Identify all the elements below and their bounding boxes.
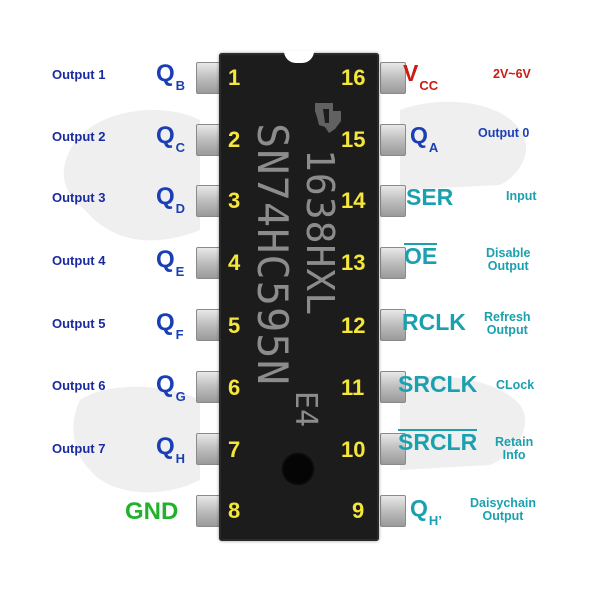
pin-9-label: QH’ <box>410 495 442 528</box>
pin-13-leg <box>380 247 406 279</box>
pin-number-9: 9 <box>352 498 365 523</box>
pin-number-6: 6 <box>228 375 241 400</box>
chip-marking-part: SN74HC595N <box>248 123 297 386</box>
pin-7-description: Output 7 <box>52 441 106 456</box>
pin-number-14: 14 <box>341 188 366 213</box>
orientation-notch <box>284 51 314 63</box>
pin-1-label: QB <box>156 60 186 93</box>
pin-14-description: Input <box>506 189 537 203</box>
pin-11-label-srclk: SRCLK <box>398 371 478 397</box>
pin-11-leg <box>380 371 406 403</box>
pin-number-5: 5 <box>228 313 241 338</box>
pin-4-description: Output 4 <box>52 253 106 268</box>
pin-5-description: Output 5 <box>52 316 106 331</box>
pin-3-description: Output 3 <box>52 190 106 205</box>
pin-16-description: 2V~6V <box>493 67 531 81</box>
pin-5-label: QF <box>156 309 184 342</box>
pin-15-label: QA <box>410 122 439 155</box>
pin-12-leg <box>380 309 406 341</box>
pin-number-10: 10 <box>341 437 366 462</box>
pin-15-leg <box>380 124 406 156</box>
pin-3-label: QD <box>156 183 186 216</box>
pin-9-leg <box>380 495 406 527</box>
texas-instruments-logo <box>315 103 341 133</box>
pin-12-label-rclk: RCLK <box>402 309 466 335</box>
pin-number-8: 8 <box>228 498 241 523</box>
pin-11-description: CLock <box>496 378 535 392</box>
pin-7-label: QH <box>156 433 186 466</box>
pin-2-label: QC <box>156 122 186 155</box>
pin-number-2: 2 <box>228 127 241 152</box>
pin-number-3: 3 <box>228 188 241 213</box>
pin-6-description: Output 6 <box>52 378 106 393</box>
pin-16-label-vcc: VCC <box>403 60 439 93</box>
pin-14-leg <box>380 185 406 217</box>
pin-1-description: Output 1 <box>52 67 106 82</box>
pin-number-13: 13 <box>341 250 366 275</box>
pin-number-4: 4 <box>228 250 241 275</box>
pin-15-description: Output 0 <box>478 126 530 140</box>
pin-2-description: Output 2 <box>52 129 106 144</box>
pin-10-leg <box>380 433 406 465</box>
pin-8-leg <box>196 495 222 527</box>
pin-8-label-gnd: GND <box>125 498 179 525</box>
pin-4-label: QE <box>156 246 185 279</box>
pin-14-label-ser: SER <box>406 184 454 210</box>
pin-2-leg <box>196 124 222 156</box>
pin-6-label: QG <box>156 371 186 404</box>
pin-10-label-srclr: SRCLR <box>398 429 478 455</box>
ic-package-body: 1638HXL SN74HC595N E4 <box>219 51 379 541</box>
pin-number-12: 12 <box>341 313 366 338</box>
pin-7-leg <box>196 433 222 465</box>
chip-marking-code: E4 <box>288 391 323 428</box>
chip-marking-lot: 1638HXL <box>298 149 342 317</box>
pin-13-label-oe: OE <box>404 243 438 269</box>
pin-number-11: 11 <box>341 375 365 400</box>
pin-number-1: 1 <box>228 65 241 90</box>
pin-number-16: 16 <box>341 65 366 90</box>
pin-16-leg <box>380 62 406 94</box>
pin-number-7: 7 <box>228 437 241 462</box>
pin1-dimple <box>280 451 316 487</box>
pin-6-leg <box>196 371 222 403</box>
pin-number-15: 15 <box>341 127 366 152</box>
